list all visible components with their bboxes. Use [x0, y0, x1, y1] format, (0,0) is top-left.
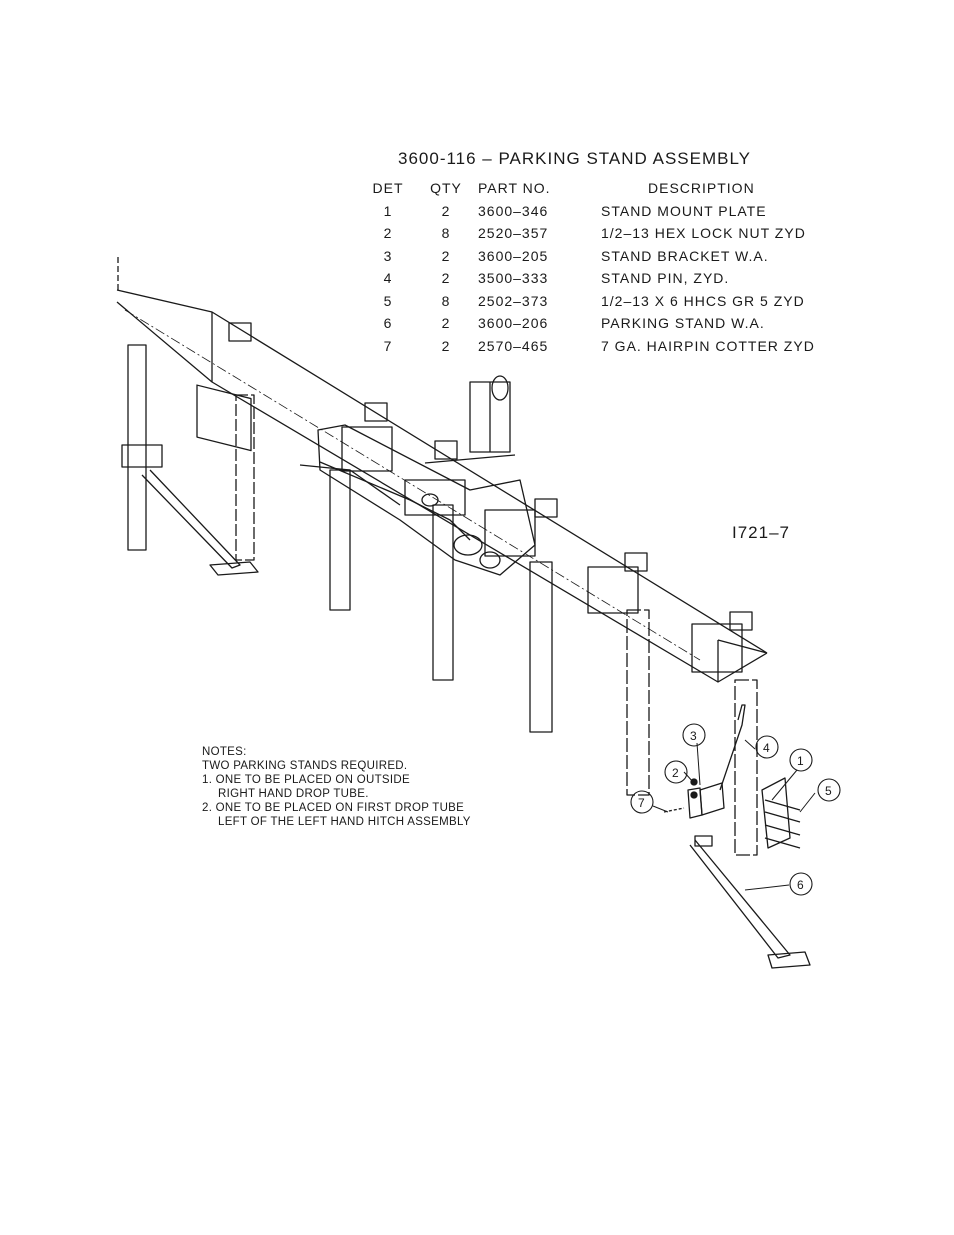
- callout-3: 3: [690, 729, 697, 743]
- hitch-assembly: [299, 424, 536, 576]
- row-description: 7 GA. HAIRPIN COTTER ZYD: [601, 337, 815, 354]
- callout-labels: 3 2 4 1 5 7 6: [638, 729, 832, 892]
- notes-item-1-cont: RIGHT HAND DROP TUBE.: [218, 788, 369, 800]
- callout-balloons: [630, 723, 841, 896]
- notes-block: NOTES: TWO PARKING STANDS REQUIRED. 1. O…: [202, 745, 471, 829]
- left-parking-stand: [121, 444, 259, 576]
- row-part-no: 3600–206: [478, 315, 549, 331]
- notes-item-1: 1. ONE TO BE PLACED ON OUTSIDE: [202, 774, 410, 786]
- row-qty: 2: [441, 337, 451, 354]
- leader-lines: [652, 739, 816, 891]
- row-det: 5: [383, 292, 393, 309]
- row-description: STAND MOUNT PLATE: [601, 202, 767, 219]
- row-part-no: 3600–205: [478, 247, 549, 264]
- row-det: 2: [383, 225, 393, 241]
- callout-4: 4: [763, 741, 770, 755]
- row-part-no: 2570–465: [478, 337, 549, 354]
- header-det: DET: [372, 180, 404, 196]
- row-part-no: 2520–357: [478, 225, 549, 241]
- row-qty: 2: [441, 247, 451, 264]
- row-qty: 8: [441, 292, 451, 309]
- header-part-no: PART NO.: [478, 180, 551, 196]
- callout-1: 1: [797, 754, 804, 768]
- row-part-no: 3500–333: [478, 270, 549, 286]
- callout-2: 2: [672, 766, 679, 780]
- row-description: 1/2–13 X 6 HHCS GR 5 ZYD: [601, 292, 805, 309]
- header-qty: QTY: [430, 180, 462, 196]
- parking-stand-detail: [663, 704, 811, 969]
- row-description: PARKING STAND W.A.: [601, 315, 765, 331]
- row-qty: 8: [441, 225, 451, 241]
- row-qty: 2: [441, 202, 451, 219]
- notes-line: TWO PARKING STANDS REQUIRED.: [202, 760, 408, 772]
- notes-item-2: 2. ONE TO BE PLACED ON FIRST DROP TUBE: [202, 802, 465, 814]
- row-description: STAND PIN, ZYD.: [601, 270, 730, 286]
- callout-7: 7: [638, 796, 645, 810]
- row-det: 4: [383, 270, 393, 286]
- row-part-no: 2502–373: [478, 292, 549, 309]
- callout-5: 5: [825, 784, 832, 798]
- row-qty: 2: [441, 315, 451, 331]
- row-description: STAND BRACKET W.A.: [601, 247, 769, 264]
- notes-heading: NOTES:: [202, 746, 247, 758]
- beam-clamps: [196, 322, 753, 673]
- callout-6: 6: [797, 878, 804, 892]
- row-det: 6: [383, 315, 393, 331]
- header-description: DESCRIPTION: [648, 180, 755, 196]
- row-det: 7: [383, 337, 393, 354]
- drawing-number: I721–7: [732, 523, 790, 542]
- row-det: 3: [383, 247, 393, 264]
- row-part-no: 3600–346: [478, 202, 549, 219]
- row-qty: 2: [441, 270, 451, 286]
- assembly-title: 3600-116 – PARKING STAND ASSEMBLY: [398, 149, 751, 168]
- notes-item-2-cont: LEFT OF THE LEFT HAND HITCH ASSEMBLY: [218, 816, 471, 828]
- row-description: 1/2–13 HEX LOCK NUT ZYD: [601, 225, 806, 241]
- row-det: 1: [383, 202, 393, 219]
